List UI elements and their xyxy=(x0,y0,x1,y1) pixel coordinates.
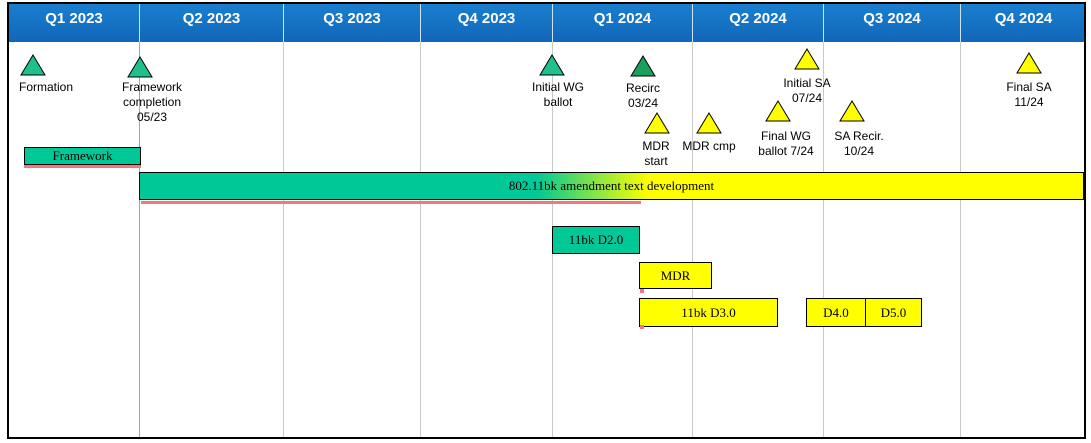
mdr-start-label: MDR start xyxy=(642,139,670,168)
recirc-label: Recirc 03/24 xyxy=(625,81,661,110)
framework-bar: Framework xyxy=(24,147,141,165)
header-separator xyxy=(552,4,553,42)
framework-actual-line xyxy=(24,165,141,168)
header-separator xyxy=(283,4,284,42)
sa-recir-label: SA Recir. 10/24 xyxy=(834,129,884,158)
quarter-label: Q3 2023 xyxy=(323,10,381,27)
quarter-label: Q2 2024 xyxy=(729,10,787,27)
d2-draft-bar: 11bk D2.0 xyxy=(552,226,640,254)
final-wg-ballot-label: Final WG ballot 7/24 xyxy=(758,129,814,158)
amendment-actual-line xyxy=(141,201,641,204)
quarter-label: Q1 2023 xyxy=(45,10,103,27)
initial-sa-label: Initial SA 07/24 xyxy=(783,76,831,105)
quarter-gridline xyxy=(960,42,961,437)
d4-draft-bar: D4.0 xyxy=(806,298,866,327)
quarter-gridline xyxy=(139,42,140,437)
quarter-label: Q2 2023 xyxy=(182,10,241,27)
header-separator xyxy=(960,4,961,42)
header-separator xyxy=(692,4,693,42)
quarter-label: Q4 2023 xyxy=(457,10,516,27)
d5-draft-bar: D5.0 xyxy=(865,298,922,327)
mdr-bar: MDR xyxy=(639,262,712,289)
amendment-development-bar: 802.11bk amendment text development xyxy=(139,172,1084,200)
mdr-cmp-label: MDR cmp xyxy=(682,139,736,153)
quarter-gridline xyxy=(420,42,421,437)
quarter-label: Q4 2024 xyxy=(994,10,1053,27)
quarter-label: Q3 2024 xyxy=(863,10,921,27)
quarter-header: Q1 2023 Q2 2023 Q3 2023 Q4 2023 Q1 2024 … xyxy=(9,4,1084,42)
d3-actual-tick xyxy=(640,325,644,329)
quarter-label: Q1 2024 xyxy=(593,10,652,27)
initial-wg-ballot-label: Initial WG ballot xyxy=(531,80,585,109)
quarter-gridline xyxy=(692,42,693,437)
header-separator xyxy=(823,4,824,42)
header-separator xyxy=(420,4,421,42)
quarter-gridline xyxy=(283,42,284,437)
framework-completion-label: Framework completion 05/23 xyxy=(121,80,183,124)
timeline-chart: Q1 2023 Q2 2023 Q3 2023 Q4 2023 Q1 2024 … xyxy=(7,2,1086,439)
mdr-actual-tick xyxy=(640,289,644,293)
final-sa-label: Final SA 11/24 xyxy=(1006,80,1052,109)
quarter-gridline xyxy=(823,42,824,437)
formation-label: Formation xyxy=(18,80,74,94)
d3-draft-bar: 11bk D3.0 xyxy=(639,298,778,327)
header-separator xyxy=(139,4,140,42)
